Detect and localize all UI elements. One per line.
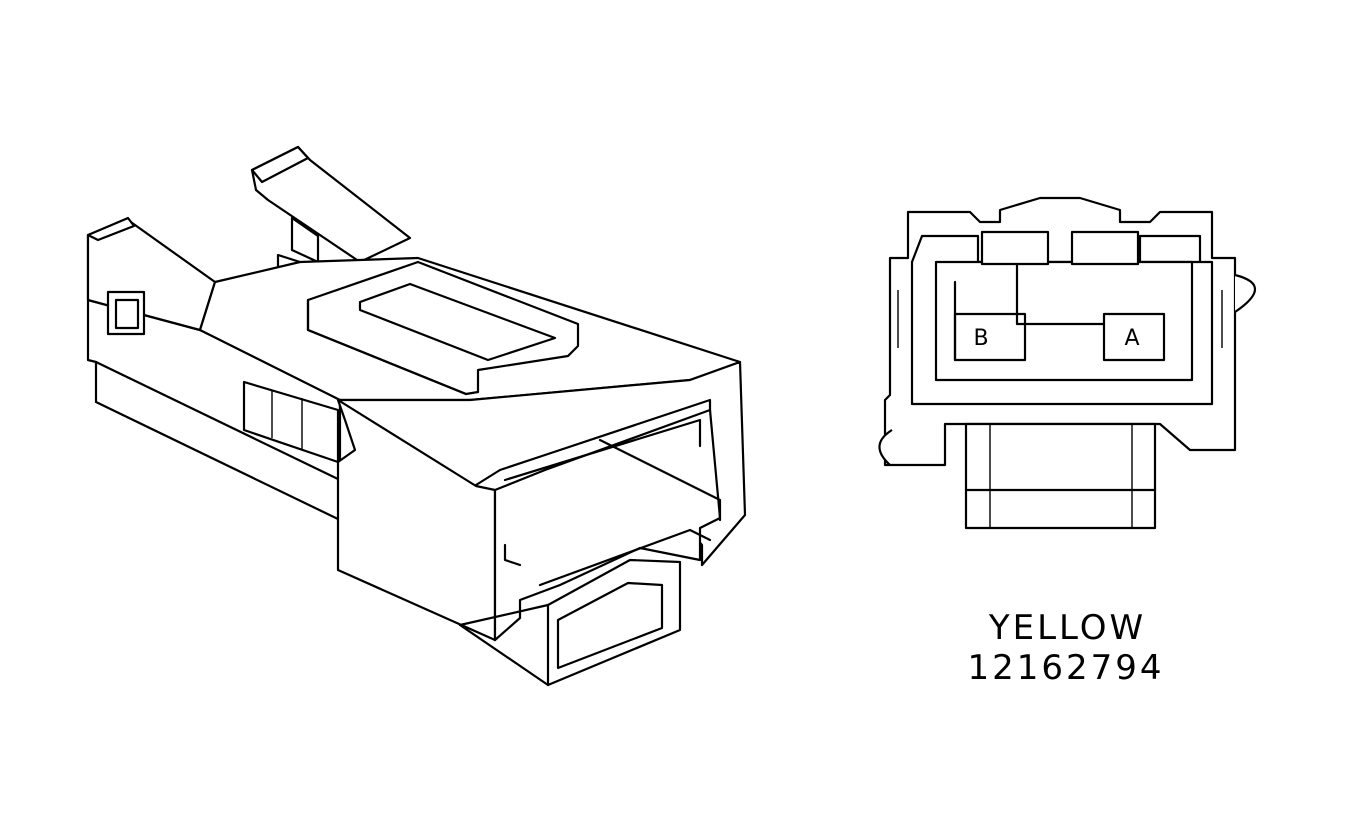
- inner-rail-3: [503, 543, 522, 567]
- rear-lower-edge: [94, 360, 342, 482]
- terminal-block-right: [1070, 230, 1140, 266]
- rear-latch-cap: [86, 216, 136, 242]
- bottom-tab-inner: [556, 581, 664, 670]
- front-opening: [493, 408, 722, 642]
- front-view-cavity: [910, 234, 1214, 406]
- front-wall: [336, 398, 497, 642]
- connector-color-label: YELLOW: [988, 608, 1147, 648]
- front-view-bottom-latch: [964, 422, 1157, 530]
- cavity-divider: [1015, 260, 1106, 326]
- right-latch-bump: [1234, 273, 1256, 313]
- inner-rail-2: [598, 438, 722, 522]
- pin-label-a: A: [1124, 326, 1139, 351]
- pin-label-b: B: [973, 326, 988, 351]
- bottom-tab-edge: [458, 623, 550, 687]
- rear-window-inner: [114, 298, 140, 330]
- terminal-block-left: [980, 230, 1050, 266]
- connector-part-number: 12162794: [967, 648, 1165, 688]
- front-view-inner-bay: [934, 260, 1194, 382]
- top-slot-inner: [358, 282, 557, 362]
- pin-cavity-b: [953, 312, 1027, 362]
- pin-cavity-a: [1102, 312, 1166, 362]
- connector-isometric-view: [86, 145, 747, 687]
- side-ribs: [242, 380, 340, 464]
- top-slot-edge: [306, 298, 468, 396]
- inner-rail-4: [538, 528, 712, 587]
- front-view-housing: [883, 196, 1237, 467]
- bottom-tab-edge-2: [458, 603, 550, 627]
- locking-lever-tip: [250, 145, 310, 184]
- left-latch-bump: [878, 429, 893, 466]
- inner-rail-1: [503, 418, 702, 482]
